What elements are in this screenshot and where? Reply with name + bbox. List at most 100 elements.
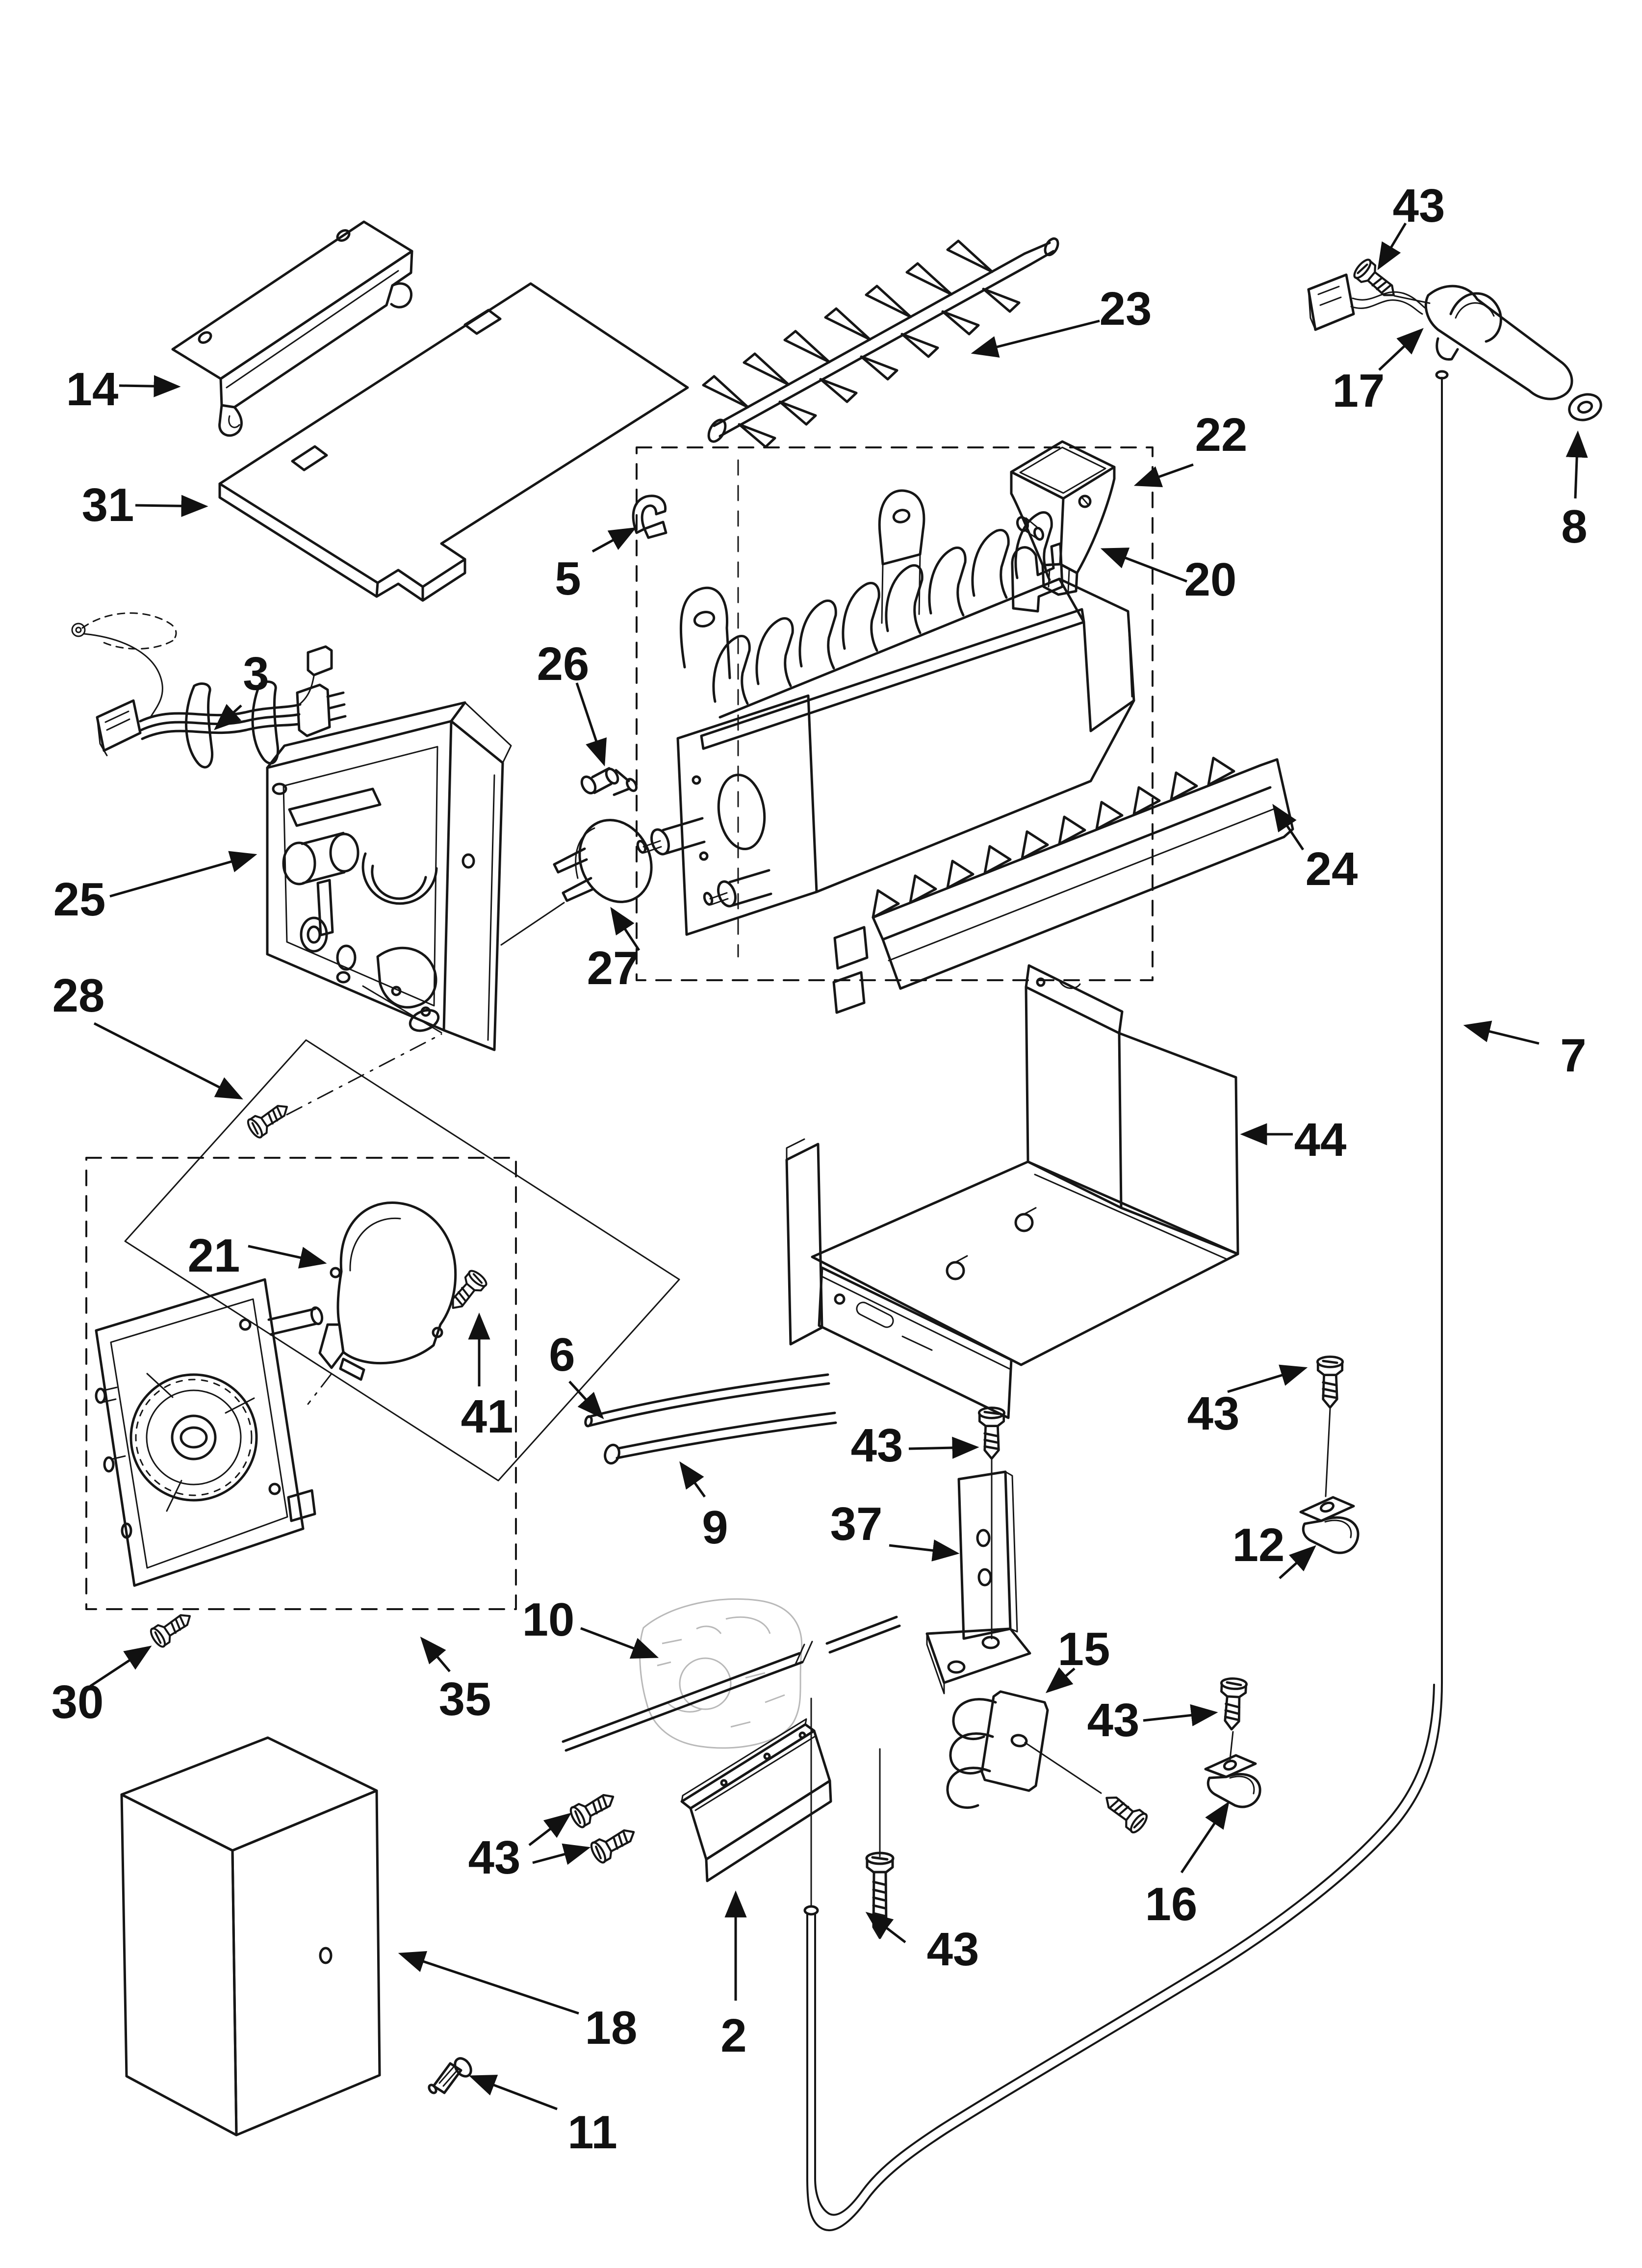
callout-label-43-30: 43	[1087, 1694, 1140, 1747]
screw-43-bracket37	[979, 1408, 1004, 1459]
screw-43-long	[867, 1853, 893, 1938]
part-5-clip	[632, 495, 667, 539]
screw-28	[246, 1098, 293, 1140]
leader-arrow-37	[468, 2075, 558, 2111]
leader-arrow-10	[1100, 547, 1187, 583]
leader-arrow-17	[1463, 1020, 1539, 1045]
screw-43-clamp16	[1219, 1678, 1247, 1730]
part-2-panel	[680, 1718, 832, 1882]
callout-label-2-34: 2	[720, 2009, 746, 2062]
callout-label-5-3: 5	[555, 552, 581, 605]
callout-label-21-18: 21	[188, 1229, 240, 1282]
callout-label-16-32: 16	[1145, 1878, 1198, 1930]
leader-arrow-3	[591, 527, 637, 553]
leader-arrow-31	[528, 1812, 572, 1846]
mounting-rails	[562, 1616, 901, 1752]
callout-label-28-14: 28	[52, 969, 105, 1022]
callout-label-18-35: 18	[585, 2002, 638, 2054]
part-21-motor	[307, 1201, 457, 1405]
leader-arrow-21	[679, 1461, 706, 1498]
callout-label-17-8: 17	[1333, 365, 1385, 417]
part-14-latch-cover	[171, 220, 413, 437]
callout-label-44-16: 44	[1294, 1114, 1347, 1166]
part-35-gear-plate	[95, 1278, 324, 1587]
screw-43-clip15	[1100, 1789, 1149, 1835]
callout-label-23-6: 23	[1100, 283, 1152, 335]
screw-43-clamp12	[1317, 1357, 1342, 1408]
part-24-stripper-bar	[832, 756, 1294, 1014]
leader-arrow-6	[971, 319, 1100, 358]
part-7-fill-tube	[803, 370, 1449, 2231]
leader-arrow-14	[93, 1022, 243, 1099]
part-26-stub	[580, 767, 638, 796]
callout-label-27-13: 27	[587, 942, 640, 994]
leader-arrow-12	[109, 851, 257, 898]
callout-label-7-17: 7	[1560, 1029, 1586, 1082]
part-16-clamp	[1204, 1731, 1261, 1808]
callout-label-43-33: 43	[927, 1923, 979, 1976]
callout-label-37-25: 37	[830, 1498, 883, 1550]
part-23-auger	[702, 237, 1059, 958]
part-3-wire-harness	[71, 612, 347, 769]
leader-arrow-4	[214, 704, 242, 730]
leader-arrow-7	[1377, 222, 1407, 270]
leader-arrow-34	[865, 1911, 906, 1943]
callout-label-43-24: 43	[851, 1419, 903, 1472]
callout-label-11-36: 11	[567, 2106, 617, 2159]
projection-lines	[124, 1033, 680, 1482]
screw-41	[445, 1268, 488, 1315]
leader-arrow-1	[119, 375, 181, 397]
leader-arrow-2	[135, 495, 208, 517]
leader-arrow-11	[1565, 430, 1588, 499]
part-27-plug	[500, 819, 653, 946]
leader-arrow-30	[1143, 1704, 1218, 1726]
leader-arrow-23	[1279, 1545, 1316, 1579]
leader-arrow-5	[575, 682, 607, 767]
callout-label-41-19: 41	[461, 1390, 513, 1443]
leader-arrow-20	[568, 1381, 604, 1419]
dashed-box-2	[85, 1157, 517, 1610]
part-37-bracket	[925, 1459, 1031, 1694]
leader-arrow-36	[398, 1951, 579, 2015]
callout-label-43-31: 43	[468, 1831, 521, 1884]
part-10-ghost-module	[639, 1598, 803, 1749]
part-20-mold-assembly	[636, 489, 1135, 936]
part-22-fill-cup	[1010, 440, 1116, 596]
part-11-fastener	[428, 2057, 472, 2094]
leader-arrow-33	[1180, 1801, 1230, 1874]
callout-label-15-29: 15	[1058, 1623, 1110, 1675]
callout-label-22-9: 22	[1195, 409, 1248, 461]
leader-arrow-13	[610, 907, 641, 951]
callout-label-30-26: 30	[51, 1676, 104, 1728]
callout-label-10-28: 10	[522, 1593, 575, 1646]
callout-label-3-4: 3	[243, 648, 269, 700]
part-12-clamp	[1299, 1408, 1360, 1554]
screw-43-pair-2	[589, 1822, 639, 1864]
leader-arrow-15	[1272, 804, 1305, 851]
leader-arrow-9	[1133, 463, 1194, 487]
part-18-cover-box	[120, 1736, 381, 2137]
callout-label-14-1: 14	[66, 363, 119, 416]
leader-arrow-24	[908, 1436, 979, 1459]
part-25-module-housing	[266, 701, 512, 1051]
leader-arrow-26	[89, 1645, 152, 1688]
callout-label-43-22: 43	[1187, 1387, 1240, 1440]
leader-arrow-25	[889, 1539, 960, 1562]
callout-label-9-21: 9	[702, 1501, 728, 1554]
screw-43-pair-1	[568, 1787, 618, 1829]
callout-label-35-27: 35	[439, 1673, 491, 1725]
screw-30	[149, 1607, 196, 1649]
part-8-washer	[1568, 393, 1602, 421]
leader-arrow-32	[532, 1843, 591, 1865]
leader-arrow-28	[580, 1627, 659, 1659]
leader-arrow-27	[420, 1636, 451, 1672]
callout-label-20-10: 20	[1184, 553, 1237, 606]
callout-label-24-15: 24	[1306, 843, 1358, 895]
part-44-shield	[785, 964, 1239, 1419]
dashed-box-1	[636, 446, 1154, 981]
leader-arrow-22	[1227, 1364, 1308, 1393]
callout-label-26-5: 26	[537, 638, 590, 690]
